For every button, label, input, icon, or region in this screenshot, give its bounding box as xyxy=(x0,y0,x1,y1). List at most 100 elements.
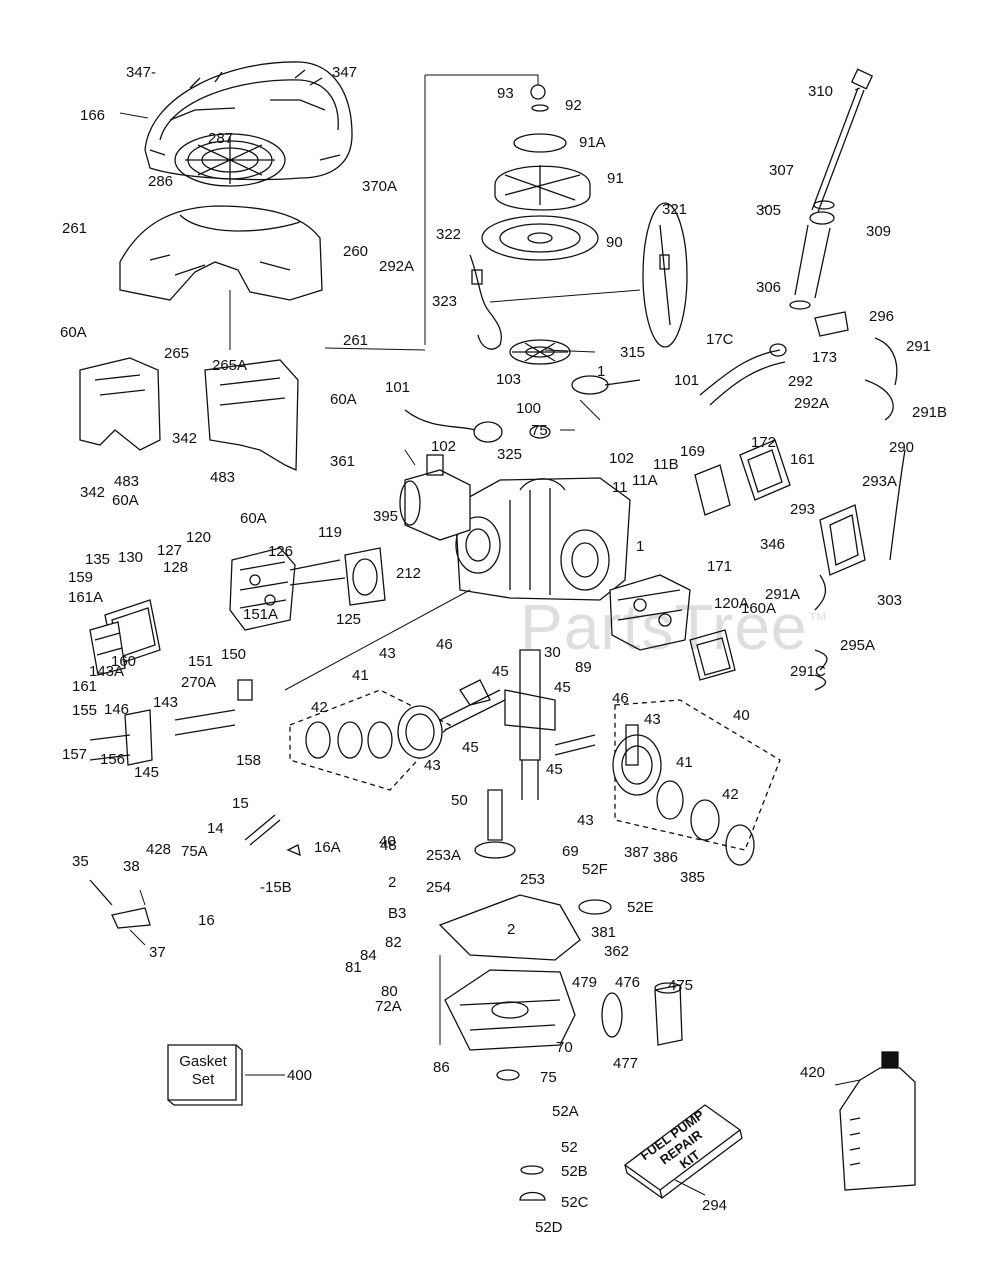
part-label-171: 171 xyxy=(707,558,732,575)
part-label-84: 84 xyxy=(360,947,377,964)
part-label-91: 91 xyxy=(607,170,624,187)
bracket-143 xyxy=(89,709,153,766)
breather-tube-173 xyxy=(699,343,787,406)
part-label-166: 166 xyxy=(80,107,105,124)
part-label-387: 387 xyxy=(624,844,649,861)
crankshaft-30 xyxy=(504,649,556,800)
fuel-filter-1 xyxy=(571,375,641,395)
part-label-69: 69 xyxy=(562,843,579,860)
part-label-292: 292 xyxy=(788,373,813,390)
part-label-253A: 253A xyxy=(426,847,461,864)
part-label-292A: 292A xyxy=(379,258,414,275)
part-label-41b: 41 xyxy=(676,754,693,771)
part-label-293: 293 xyxy=(790,501,815,518)
part-label-291B: 291B xyxy=(912,404,947,421)
part-label-11: 11 xyxy=(612,479,628,496)
part-label-291: 291 xyxy=(906,338,931,355)
part-label-91A: 91A xyxy=(579,134,606,151)
part-label-307: 307 xyxy=(769,162,794,179)
rod-158 xyxy=(174,709,236,736)
part-label-15: 15 xyxy=(232,795,249,812)
part-label-291A: 291A xyxy=(765,586,800,603)
part-label-342a: 342 xyxy=(172,430,197,447)
part-label-159: 159 xyxy=(68,569,93,586)
bolt-126 xyxy=(289,559,346,586)
part-label-2a: 2 xyxy=(388,874,396,891)
cap-270A xyxy=(237,679,253,701)
part-label-347a: 347- xyxy=(126,64,156,81)
rectifier-296 xyxy=(814,311,849,337)
part-label-46a: 46 xyxy=(436,636,453,653)
part-label-305: 305 xyxy=(756,202,781,219)
piston-rings-42-right xyxy=(656,780,755,866)
part-label-48: 48 xyxy=(380,837,397,854)
washer-52B xyxy=(520,1165,544,1175)
flywheel-parts xyxy=(481,84,599,261)
bolt-35 xyxy=(89,879,113,906)
cylinder-head-120A xyxy=(609,574,691,651)
part-label-296: 296 xyxy=(869,308,894,325)
part-label-11B: 11B xyxy=(653,456,679,473)
part-label-309: 309 xyxy=(866,223,891,240)
gasket-set-box xyxy=(167,1044,243,1106)
part-label-158: 158 xyxy=(236,752,261,769)
part-label-172: 172 xyxy=(751,434,776,451)
part-label-385: 385 xyxy=(680,869,705,886)
part-label-342b: 342 xyxy=(80,484,105,501)
part-label-169: 169 xyxy=(680,443,705,460)
part-label-265: 265 xyxy=(164,345,189,362)
stator-315 xyxy=(509,339,571,365)
part-label-476: 476 xyxy=(615,974,640,991)
part-label-127: 127 xyxy=(157,542,182,559)
part-label-40a: 40 xyxy=(733,707,750,724)
oil-bottle-420 xyxy=(839,1051,916,1191)
filter-52E xyxy=(578,899,612,915)
part-label-75A: 75A xyxy=(181,843,208,860)
part-label-52F: 52F xyxy=(582,861,608,878)
part-label-294: 294 xyxy=(702,1197,727,1214)
part-label-89: 89 xyxy=(575,659,592,676)
part-label-155: 155 xyxy=(72,702,97,719)
part-label-102a: 102 xyxy=(431,438,456,455)
engine-block xyxy=(454,477,631,601)
part-label-130: 130 xyxy=(118,549,143,566)
head-gasket-119 xyxy=(344,547,386,606)
piston-41-left xyxy=(397,705,443,759)
part-label-270A: 270A xyxy=(181,674,216,691)
part-label-483a: 483 xyxy=(114,473,139,490)
part-label-286: 286 xyxy=(148,173,173,190)
part-label-46b: 46 xyxy=(612,690,629,707)
part-label-361: 361 xyxy=(330,453,355,470)
part-label-386: 386 xyxy=(653,849,678,866)
part-label-120A: 120A xyxy=(714,595,749,612)
part-label-120: 120 xyxy=(186,529,211,546)
part-label-395: 395 xyxy=(373,508,398,525)
part-label-43c: 43 xyxy=(424,757,441,774)
part-label-41a: 41 xyxy=(352,667,369,684)
part-label-475: 475 xyxy=(668,977,693,994)
part-label-93: 93 xyxy=(497,85,514,102)
valve-cover-161A xyxy=(89,621,126,676)
part-label-15B: -15B xyxy=(260,879,292,896)
dipstick-310 xyxy=(789,68,874,310)
part-label-381: 381 xyxy=(591,924,616,941)
part-label-101b: 101 xyxy=(674,372,699,389)
part-label-477: 477 xyxy=(613,1055,638,1072)
part-label-60Ab: 60A xyxy=(330,391,357,408)
part-label-40b: 40 xyxy=(379,833,396,850)
part-label-306: 306 xyxy=(756,279,781,296)
part-label-135: 135 xyxy=(85,551,110,568)
part-label-43d: 43 xyxy=(577,812,594,829)
part-label-80: 80 xyxy=(381,983,398,1000)
part-label-43b: 43 xyxy=(644,711,661,728)
part-label-292Ab: 292A xyxy=(794,395,829,412)
part-label-420: 420 xyxy=(800,1064,825,1081)
part-label-362: 362 xyxy=(604,943,629,960)
part-label-322: 322 xyxy=(436,226,461,243)
part-label-261b: 261 xyxy=(343,332,368,349)
part-label-17C: 17C xyxy=(706,331,734,348)
governor-15 xyxy=(244,814,281,846)
adapter-476 xyxy=(601,992,623,1038)
